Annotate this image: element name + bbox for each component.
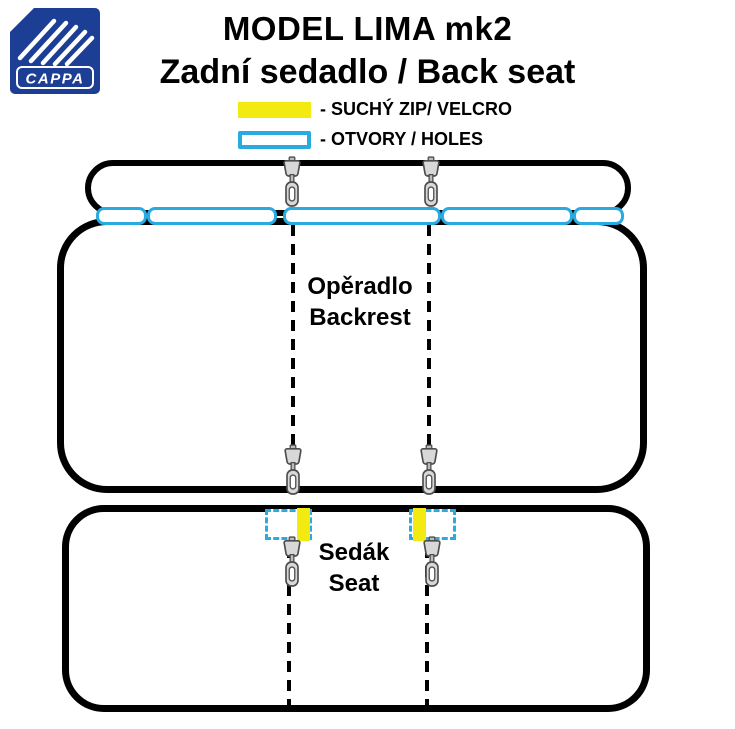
backrest-seam-line-right bbox=[427, 225, 431, 453]
backrest-label: Opěradlo Backrest bbox=[270, 271, 450, 333]
seat-label-en: Seat bbox=[328, 570, 380, 597]
hole-slot bbox=[147, 207, 277, 225]
backrest-label-cz: Opěradlo bbox=[307, 273, 413, 300]
seat-label-cz: Sedák bbox=[318, 539, 390, 566]
seat-seam-line-left bbox=[287, 509, 291, 707]
backrest-seam-line-left bbox=[291, 225, 295, 453]
legend-holes-label: - OTVORY / HOLES bbox=[320, 129, 484, 149]
hole-slot bbox=[96, 207, 147, 225]
seat-seam-line-right bbox=[425, 509, 429, 707]
backrest-label-en: Backrest bbox=[309, 304, 411, 331]
page-title: MODEL LIMA mk2 bbox=[222, 10, 513, 47]
legend-holes-row: - OTVORY / HOLES bbox=[238, 129, 483, 150]
cappa-logo-icon: CAPPA bbox=[10, 8, 100, 94]
zipper-pull-icon bbox=[422, 156, 440, 207]
zipper-pull-icon bbox=[283, 156, 301, 207]
velcro-strip-right bbox=[413, 508, 426, 541]
legend-velcro-label: - SUCHÝ ZIP/ VELCRO bbox=[320, 99, 513, 119]
holes-swatch bbox=[238, 130, 311, 149]
hole-slot bbox=[573, 207, 624, 225]
cappa-logo: CAPPA bbox=[10, 8, 100, 94]
legend-velcro-row: - SUCHÝ ZIP/ VELCRO bbox=[238, 99, 512, 120]
hole-slot bbox=[283, 207, 441, 225]
velcro-strip-left bbox=[297, 508, 310, 541]
backrest-panel bbox=[57, 218, 647, 493]
velcro-swatch bbox=[238, 101, 311, 118]
zipper-pull-icon bbox=[284, 444, 302, 495]
logo-brand-text: CAPPA bbox=[26, 71, 85, 88]
seat-label: Sedák Seat bbox=[308, 537, 400, 599]
seat-panel bbox=[62, 505, 650, 712]
zipper-pull-icon bbox=[420, 444, 438, 495]
hole-slot bbox=[441, 207, 573, 225]
zipper-pull-icon bbox=[423, 536, 441, 587]
zipper-pull-icon bbox=[283, 536, 301, 587]
page-subtitle: Zadní sedadlo / Back seat bbox=[159, 53, 576, 91]
